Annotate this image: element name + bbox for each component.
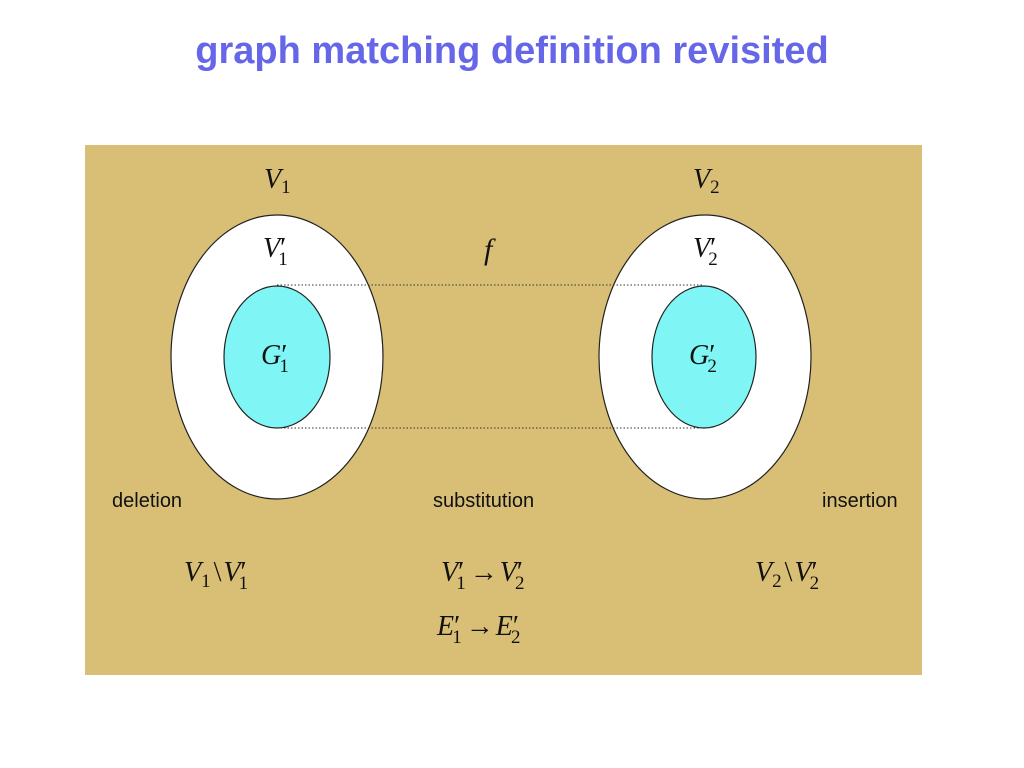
graph-g2-prime-label: G′2 <box>689 340 717 377</box>
insertion-formula: V2\V′2 <box>755 557 819 594</box>
set-v2-label: V2 <box>693 164 720 198</box>
substitution-vertex-formula: V′1→V′2 <box>441 557 524 594</box>
substitution-label: substitution <box>433 490 534 512</box>
deletion-label: deletion <box>112 490 182 512</box>
subset-v1-prime-label: V′1 <box>263 233 288 270</box>
set-v1-label: V1 <box>264 164 291 198</box>
insertion-label: insertion <box>822 490 898 512</box>
graph-g1-prime-label: G′1 <box>261 340 289 377</box>
graph-matching-diagram: V1 V2 V′1 V′2 f G′1 G′2 deletion substit… <box>85 145 922 675</box>
graph-g2-ellipse <box>651 285 757 429</box>
substitution-edge-formula: E′1→E′2 <box>436 611 520 648</box>
slide-title: graph matching definition revisited <box>195 30 829 72</box>
deletion-formula: V1\V′1 <box>184 557 248 594</box>
subset-v2-prime-label: V′2 <box>693 233 718 270</box>
